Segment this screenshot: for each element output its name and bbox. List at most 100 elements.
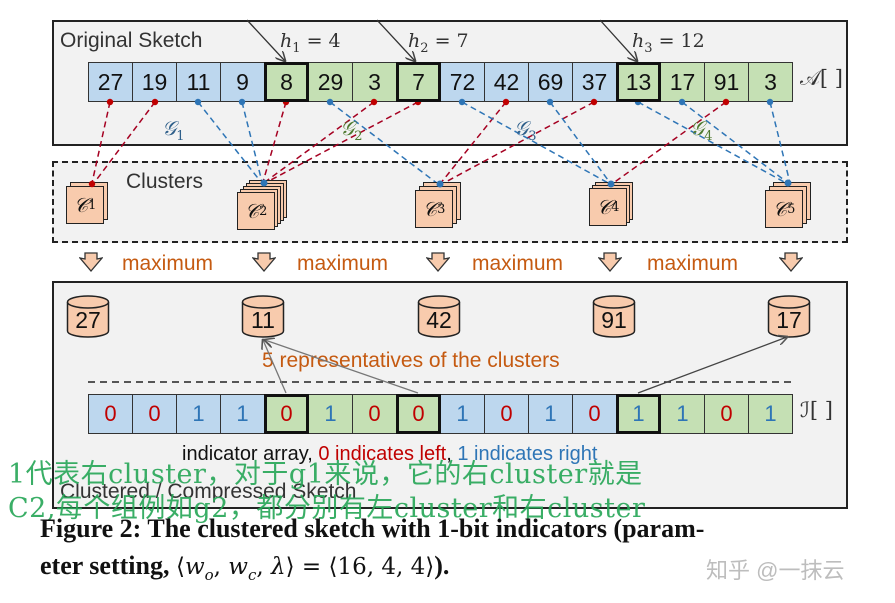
cell-value: 8 [280, 68, 293, 95]
group-var: 𝒢 [162, 116, 177, 140]
caption-suffix: ). [434, 551, 450, 580]
indicator-caption-sep: , [446, 443, 458, 465]
cell-value: 27 [97, 68, 124, 95]
array-cell: 37 [572, 62, 617, 102]
cluster-var: 𝒞 [244, 199, 260, 223]
down-arrow-icon [252, 252, 276, 272]
cluster-var: 𝒞 [772, 197, 788, 221]
hash-label-h2: h2 = 7 [408, 30, 469, 56]
indicator-caption-one: 1 indicates right [457, 443, 598, 465]
indicator-cell: 1 [176, 394, 221, 434]
maximum-label: maximum [122, 252, 214, 275]
representative-value: 91 [601, 307, 627, 333]
cell-value: 19 [141, 68, 168, 95]
cylinder-icon [241, 295, 285, 338]
hash-var: h [632, 30, 645, 52]
clusters-label: Clusters [126, 170, 204, 193]
cluster-sub: 3 [437, 201, 446, 217]
watermark: 知乎 @一抹云 [706, 558, 845, 583]
indicator-value: 1 [324, 401, 337, 426]
group-sub: 2 [354, 129, 363, 144]
group-label-g3: 𝒢3 [514, 116, 537, 144]
cluster-var: 𝒞 [596, 195, 612, 219]
hash-label-h3: h3 = 12 [632, 30, 705, 56]
hash-eq: = 12 [652, 30, 705, 52]
hashed-array-cell: 8 [264, 62, 309, 102]
cell-value: 9 [236, 68, 249, 95]
indicator-cell: 0 [484, 394, 529, 434]
representative-cylinder: 42 [417, 294, 461, 338]
cell-value: 7 [412, 68, 425, 95]
cell-value: 29 [317, 68, 344, 95]
cylinder-icon [592, 295, 636, 338]
cluster-sub: 5 [787, 201, 796, 217]
indicator-value: 1 [456, 401, 469, 426]
cell-value: 42 [493, 68, 520, 95]
array-cell: 17 [660, 62, 705, 102]
annotation-overlay-line1: 1代表右cluster，对于g1来说，它的右cluster就是 [8, 459, 643, 490]
hash-eq: = 4 [300, 30, 341, 52]
indicator-cell: 0 [88, 394, 133, 434]
indicator-cell: 0 [352, 394, 397, 434]
maximum-label: maximum [647, 252, 739, 275]
hash-sub: 1 [292, 40, 301, 56]
group-var: 𝒢 [690, 116, 705, 140]
compressed-sketch-label: Clustered / Compressed Sketch [60, 480, 357, 503]
down-arrow-icon [598, 252, 622, 272]
down-arrow-icon [79, 252, 103, 272]
indicator-cell: 1 [748, 394, 793, 434]
hashed-indicator-cell: 0 [396, 394, 441, 434]
cell-value: 17 [669, 68, 696, 95]
hashed-array-cell: 13 [616, 62, 661, 102]
array-cell: 27 [88, 62, 133, 102]
indicator-value: 0 [368, 401, 381, 426]
figure-caption-line2: eter setting, ⟨wo, wc, λ⟩ = ⟨16, 4, 4⟩). [40, 551, 450, 585]
cluster-sub: 4 [611, 199, 620, 215]
hashed-indicator-cell: 0 [264, 394, 309, 434]
group-label-g4: 𝒢4 [690, 116, 713, 144]
representative-cylinder: 27 [66, 294, 110, 338]
group-var: 𝒢 [340, 116, 355, 140]
cell-value: 3 [368, 68, 381, 95]
indicator-caption-zero: 0 indicates left [318, 443, 447, 465]
hashed-array-cell: 7 [396, 62, 441, 102]
array-cell: 3 [352, 62, 397, 102]
maximum-label: maximum [297, 252, 389, 275]
representative-cylinder: 91 [592, 294, 636, 338]
hash-label-h1: h1 = 4 [280, 30, 341, 56]
representatives-label: 5 representatives of the clusters [262, 349, 560, 372]
caption-prefix: eter setting, [40, 551, 176, 580]
array-cell: 19 [132, 62, 177, 102]
indicator-value: 0 [720, 401, 733, 426]
indicator-value: 1 [676, 401, 689, 426]
indicator-cell: 1 [528, 394, 573, 434]
indicator-cell: 1 [660, 394, 705, 434]
group-sub: 1 [176, 129, 185, 144]
array-cell: 72 [440, 62, 485, 102]
indicator-value: 0 [412, 401, 425, 426]
group-var: 𝒢 [514, 116, 529, 140]
indicator-caption: indicator array, 0 indicates left, 1 ind… [182, 443, 597, 466]
indicator-cell: 1 [308, 394, 353, 434]
group-sub: 3 [528, 129, 537, 144]
representative-value: 27 [75, 307, 101, 333]
hashed-indicator-cell: 1 [616, 394, 661, 434]
representative-cylinder: 11 [241, 294, 285, 338]
cell-value: 11 [186, 68, 211, 95]
indicator-value: 1 [764, 401, 777, 426]
array-cell: 69 [528, 62, 573, 102]
hash-eq: = 7 [428, 30, 469, 52]
cluster-sub: 2 [259, 203, 268, 219]
indicator-value: 1 [544, 401, 557, 426]
indicator-value: 1 [236, 401, 249, 426]
indicator-cell: 0 [132, 394, 177, 434]
indicator-cell: 1 [220, 394, 265, 434]
array-a-label: 𝒜[ ] [800, 66, 843, 90]
indicator-value: 1 [192, 401, 205, 426]
indicator-value: 0 [148, 401, 161, 426]
indicator-value: 1 [632, 401, 645, 426]
